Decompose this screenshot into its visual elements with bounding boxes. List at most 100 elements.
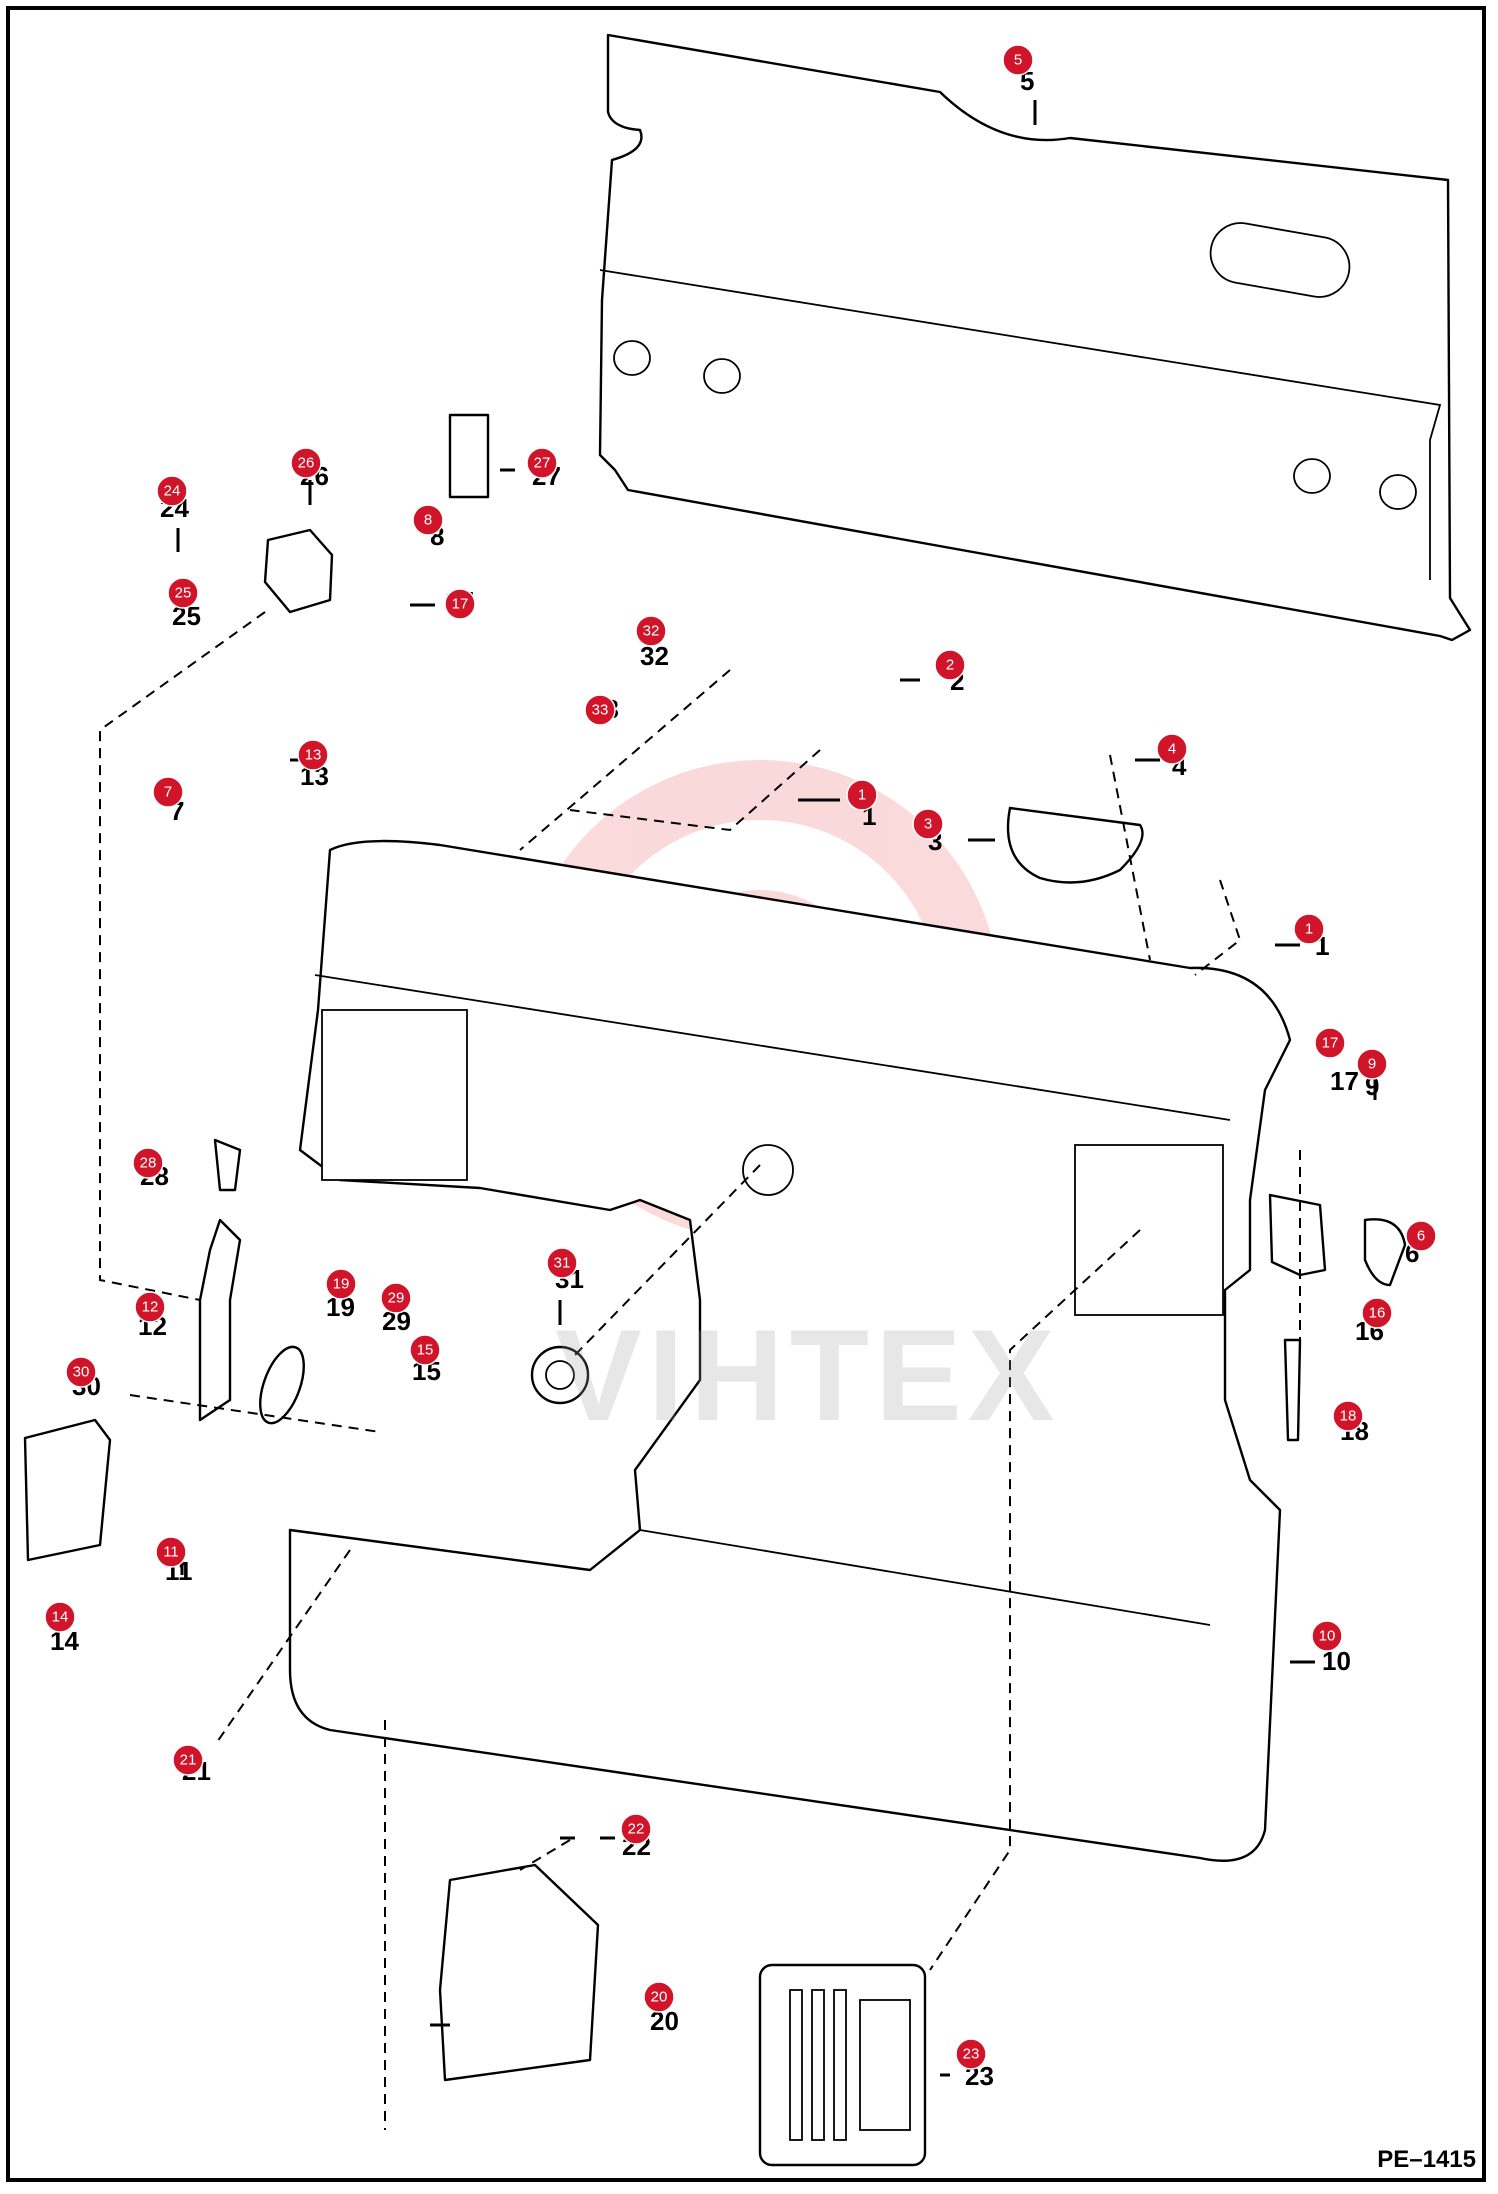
callout-number: 30 — [73, 1364, 90, 1381]
callout-bubble — [846, 779, 878, 811]
callout-number: 16 — [1369, 1305, 1386, 1322]
callout-33: 33 — [584, 694, 616, 726]
callout-number: 15 — [417, 1342, 434, 1359]
callout-number: 29 — [388, 1290, 405, 1307]
latch-housing — [23, 1418, 112, 1562]
callout-19: 19 — [325, 1268, 357, 1300]
callout-22: 22 — [620, 1813, 652, 1845]
callout-bubble — [1361, 1297, 1393, 1329]
callout-number: 17 — [452, 596, 469, 613]
callout-number: 9 — [1368, 1056, 1376, 1073]
callout-number: 11 — [163, 1544, 179, 1561]
callout-number: 1 — [858, 787, 866, 804]
callout-bubble — [65, 1356, 97, 1388]
callout-number: 8 — [424, 512, 432, 529]
callout-number: 14 — [52, 1609, 69, 1626]
callout-number: 6 — [1417, 1228, 1425, 1245]
callout-number: 21 — [180, 1752, 197, 1769]
callout-number: 4 — [1168, 741, 1176, 758]
knob — [530, 1345, 590, 1405]
cam-disc — [259, 1345, 305, 1425]
callout-bubble — [290, 447, 322, 479]
callout-bubble — [635, 615, 667, 647]
part-number-17: 17 — [1330, 1066, 1359, 1096]
callout-12: 12 — [134, 1291, 166, 1323]
callout-number: 2 — [946, 657, 954, 674]
assembly-lines — [99, 611, 1301, 2130]
callout-number: 12 — [142, 1299, 159, 1316]
callout-7: 7 — [152, 776, 184, 808]
callout-6: 6 — [1405, 1220, 1437, 1252]
callout-27: 27 — [526, 447, 558, 479]
callout-bubble — [155, 1536, 187, 1568]
callout-10: 10 — [1311, 1620, 1343, 1652]
callout-bubble — [44, 1601, 76, 1633]
callout-number: 10 — [1319, 1628, 1336, 1645]
latch-lever — [198, 1218, 242, 1422]
callout-16: 16 — [1361, 1297, 1393, 1329]
callout-number: 13 — [305, 747, 322, 764]
cover-plate — [1006, 806, 1144, 884]
callout-bubble — [156, 475, 188, 507]
callout-bubble — [409, 1334, 441, 1366]
watermark-text: VIHTEX — [555, 1302, 1061, 1448]
callout-bubble — [297, 739, 329, 771]
callout-bubble — [584, 694, 616, 726]
upper-rear-panel — [598, 33, 1472, 642]
callout-number: 32 — [643, 623, 660, 640]
callout-30: 30 — [65, 1356, 97, 1388]
callout-18: 18 — [1332, 1400, 1364, 1432]
callout-25: 25 — [167, 577, 199, 609]
callout-bubble — [643, 1981, 675, 2013]
callout-bubble — [1314, 1027, 1346, 1059]
callout-24: 24 — [156, 475, 188, 507]
callout-29: 29 — [380, 1282, 412, 1314]
callout-bubble — [152, 776, 184, 808]
callout-number: 26 — [298, 455, 315, 472]
callout-11: 11 — [155, 1536, 187, 1568]
callout-number: 20 — [651, 1989, 668, 2006]
callout-bubble — [167, 577, 199, 609]
callout-bubble — [444, 588, 476, 620]
callout-bubble — [526, 447, 558, 479]
callout-bubble — [1293, 913, 1325, 945]
callout-number: 17 — [1322, 1035, 1339, 1052]
callout-21: 21 — [172, 1744, 204, 1776]
callout-bubble — [546, 1247, 578, 1279]
callout-bubble — [412, 504, 444, 536]
callout-number: 1 — [1305, 921, 1313, 938]
callout-8: 8 — [412, 504, 444, 536]
callout-bubble — [132, 1147, 164, 1179]
handle-knob — [213, 1138, 242, 1192]
callout-number: 27 — [534, 455, 551, 472]
callout-number: 31 — [554, 1255, 571, 1272]
callout-2: 2 — [934, 649, 966, 681]
callout-9: 9 — [1356, 1048, 1388, 1080]
callout-bubble — [1002, 44, 1034, 76]
callout-bubble — [1356, 1048, 1388, 1080]
vent-grille — [758, 1963, 927, 2167]
callout-bubble — [380, 1282, 412, 1314]
callout-number: 5 — [1014, 52, 1022, 69]
callout-1: 1 — [1293, 913, 1325, 945]
callout-number: 7 — [164, 784, 172, 801]
callout-bubble — [955, 2038, 987, 2070]
lower-bracket — [438, 1863, 600, 2082]
callout-number: 19 — [333, 1276, 350, 1293]
callout-20: 20 — [643, 1981, 675, 2013]
callout-31: 31 — [546, 1247, 578, 1279]
callout-17: 17 — [1314, 1027, 1346, 1059]
callout-1: 1 — [846, 779, 878, 811]
callout-26: 26 — [290, 447, 322, 479]
callout-markers: 1112345678910111213141516171718192021222… — [44, 44, 1437, 2070]
callout-number: 3 — [924, 816, 932, 833]
callout-3: 3 — [912, 808, 944, 840]
small-plate — [448, 413, 490, 499]
callout-15: 15 — [409, 1334, 441, 1366]
callout-bubble — [912, 808, 944, 840]
callout-4: 4 — [1156, 733, 1188, 765]
callout-number: 28 — [140, 1155, 157, 1172]
callout-14: 14 — [44, 1601, 76, 1633]
callout-bubble — [172, 1744, 204, 1776]
